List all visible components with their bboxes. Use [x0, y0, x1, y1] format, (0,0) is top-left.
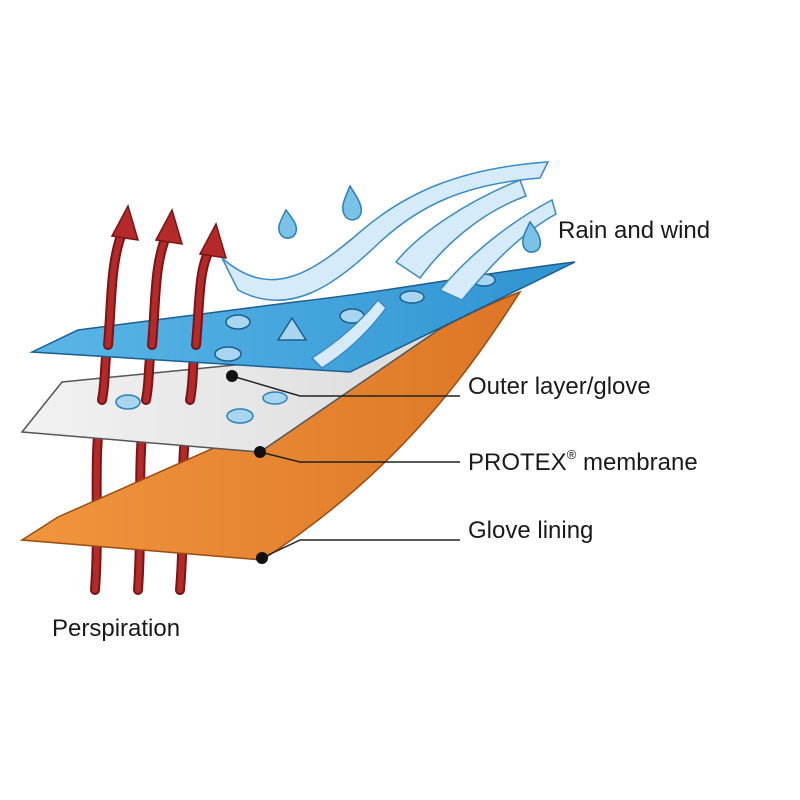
protex-membrane-label: PROTEX® membrane [468, 447, 698, 476]
registered-mark: ® [567, 447, 577, 462]
wind-ribbon-3 [438, 198, 557, 301]
arrowhead-1 [110, 204, 140, 241]
glove-lining-label: Glove lining [468, 517, 593, 544]
rain-drop-icon [522, 220, 542, 253]
wind-ribbons [221, 161, 557, 369]
perspiration-arrowheads [110, 204, 228, 259]
arrowhead-3 [198, 222, 228, 259]
wind-ribbon-1 [221, 161, 550, 302]
rain-drops [278, 184, 542, 253]
wind-ribbon-4 [310, 298, 387, 369]
membrane-suffix: membrane [576, 449, 697, 476]
leader-lines [231, 375, 460, 559]
rain-and-wind-label: Rain and wind [558, 217, 710, 244]
leader-dots [226, 370, 268, 564]
perspiration-label: Perspiration [52, 615, 180, 642]
rain-drop-icon [278, 208, 298, 239]
arrowhead-2 [154, 208, 184, 245]
wind-ribbon-2 [394, 179, 527, 280]
leader-membrane [259, 451, 460, 463]
leader-lining [261, 539, 460, 559]
outer-layer-label: Outer layer/glove [468, 373, 651, 400]
rain-drop-icon [342, 184, 363, 221]
leader-outer-layer [231, 375, 460, 397]
protex-name: PROTEX [468, 449, 567, 476]
membrane-pores [115, 391, 288, 424]
